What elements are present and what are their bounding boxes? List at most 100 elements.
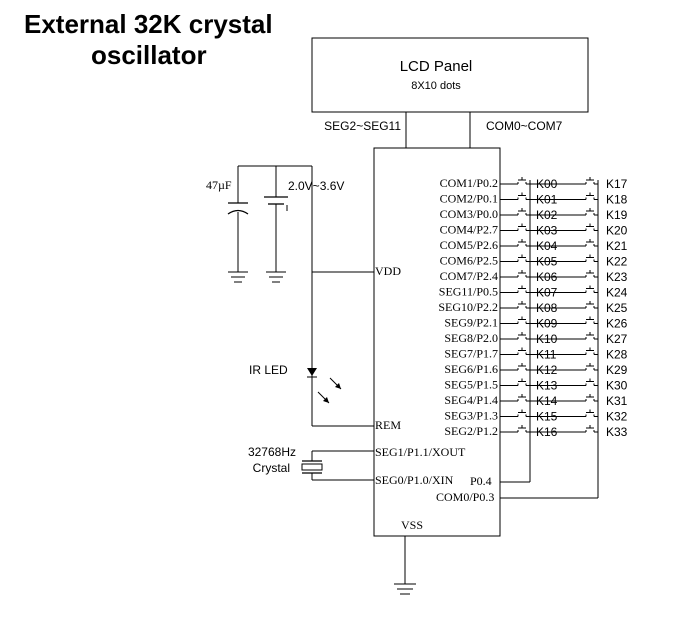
key-label-left: K10	[536, 332, 558, 346]
key-switch-icon	[514, 285, 530, 293]
key-switch-icon	[514, 239, 530, 247]
crystal-icon	[301, 460, 323, 474]
key-label-left: K14	[536, 394, 558, 408]
key-switch-icon	[582, 223, 598, 231]
key-switch-icon	[514, 301, 530, 309]
key-label-right: K25	[606, 301, 628, 315]
ground-icon	[228, 271, 248, 283]
key-label-left: K04	[536, 239, 558, 253]
key-switch-icon	[582, 394, 598, 402]
key-switch-icon	[514, 254, 530, 262]
pin-label: COM7/P2.4	[440, 269, 498, 283]
supply-voltage-label: 2.0V~3.6V	[288, 179, 344, 193]
key-label-right: K20	[606, 224, 628, 238]
lcd-panel-box	[311, 37, 589, 113]
key-label-right: K18	[606, 193, 628, 207]
key-switch-icon	[582, 425, 598, 433]
key-label-left: K08	[536, 301, 558, 315]
p04-pin-label: P0.4	[470, 474, 492, 488]
key-switch-icon	[514, 223, 530, 231]
com-bus-label: COM0~COM7	[486, 119, 563, 133]
key-label-left: K13	[536, 379, 558, 393]
key-switch-icon	[514, 177, 530, 185]
diagram-title-line1: External 32K crystal	[24, 9, 273, 39]
key-label-right: K29	[606, 363, 628, 377]
key-switch-icon	[514, 363, 530, 371]
pin-label: SEG6/P1.6	[444, 362, 498, 376]
key-label-left: K16	[536, 425, 558, 439]
key-label-left: K01	[536, 193, 558, 207]
pin-label: SEG8/P2.0	[444, 331, 498, 345]
key-label-right: K26	[606, 317, 628, 331]
key-switch-icon	[514, 378, 530, 386]
pin-label: SEG10/P2.2	[438, 300, 498, 314]
key-switch-icon	[582, 254, 598, 262]
pin-label: SEG3/P1.3	[444, 409, 498, 423]
key-switch-icon	[514, 192, 530, 200]
key-label-left: K02	[536, 208, 558, 222]
ir-led-icon	[307, 368, 342, 404]
key-switch-icon	[514, 332, 530, 340]
key-label-left: K15	[536, 410, 558, 424]
key-switch-icon	[514, 394, 530, 402]
capacitor-value-label: 47µF	[206, 178, 232, 192]
vss-ground-icon	[394, 583, 416, 595]
key-switch-icon	[514, 425, 530, 433]
capacitor-icon	[227, 202, 249, 215]
pin-label: COM5/P2.6	[440, 238, 498, 252]
lcd-panel-title: LCD Panel	[400, 58, 473, 75]
key-switch-icon	[582, 177, 598, 185]
key-switch-icon	[582, 332, 598, 340]
key-label-right: K21	[606, 239, 628, 253]
key-label-right: K30	[606, 379, 628, 393]
pin-label: SEG4/P1.4	[444, 393, 498, 407]
seg-bus-label: SEG2~SEG11	[324, 119, 401, 133]
pin-label: SEG2/P1.2	[444, 424, 498, 438]
key-switch-icon	[582, 270, 598, 278]
pin-label: SEG11/P0.5	[439, 285, 498, 299]
key-label-left: K03	[536, 224, 558, 238]
ground-icon	[266, 271, 286, 283]
key-label-right: K27	[606, 332, 628, 346]
key-label-right: K32	[606, 410, 628, 424]
key-label-left: K05	[536, 255, 558, 269]
key-label-right: K33	[606, 425, 628, 439]
key-label-right: K31	[606, 394, 628, 408]
pin-label: COM1/P0.2	[440, 176, 498, 190]
key-label-left: K12	[536, 363, 558, 377]
vdd-pin-label: VDD	[375, 264, 401, 278]
key-switch-icon	[514, 316, 530, 324]
rem-pin-label: REM	[375, 418, 401, 432]
key-switch-icon	[514, 409, 530, 417]
key-switch-icon	[514, 208, 530, 216]
key-label-right: K24	[606, 286, 628, 300]
pin-label: COM3/P0.0	[440, 207, 498, 221]
com0-pin-label: COM0/P0.3	[436, 490, 494, 504]
pin-label: SEG9/P2.1	[444, 316, 498, 330]
lcd-panel-subtitle: 8X10 dots	[411, 80, 461, 92]
key-switch-icon	[582, 409, 598, 417]
key-switch-icon	[582, 301, 598, 309]
key-switch-icon	[582, 316, 598, 324]
key-label-left: K07	[536, 286, 558, 300]
key-switch-icon	[582, 239, 598, 247]
crystal-label: Crystal	[253, 461, 290, 475]
key-label-right: K22	[606, 255, 628, 269]
diagram-title-line2: oscillator	[91, 40, 207, 70]
key-label-right: K23	[606, 270, 628, 284]
key-switch-icon	[582, 378, 598, 386]
ir-led-label: IR LED	[249, 363, 288, 377]
pin-label: SEG5/P1.5	[444, 378, 498, 392]
xout-pin-label: SEG1/P1.1/XOUT	[375, 445, 466, 459]
key-label-left: K09	[536, 317, 558, 331]
key-label-left: K06	[536, 270, 558, 284]
pin-label: COM4/P2.7	[440, 223, 498, 237]
key-switch-icon	[582, 192, 598, 200]
key-switch-icon	[582, 347, 598, 355]
key-label-right: K19	[606, 208, 628, 222]
key-label-right: K17	[606, 177, 628, 191]
pin-label: COM2/P0.1	[440, 192, 498, 206]
key-label-left: K00	[536, 177, 558, 191]
key-switch-icon	[514, 347, 530, 355]
